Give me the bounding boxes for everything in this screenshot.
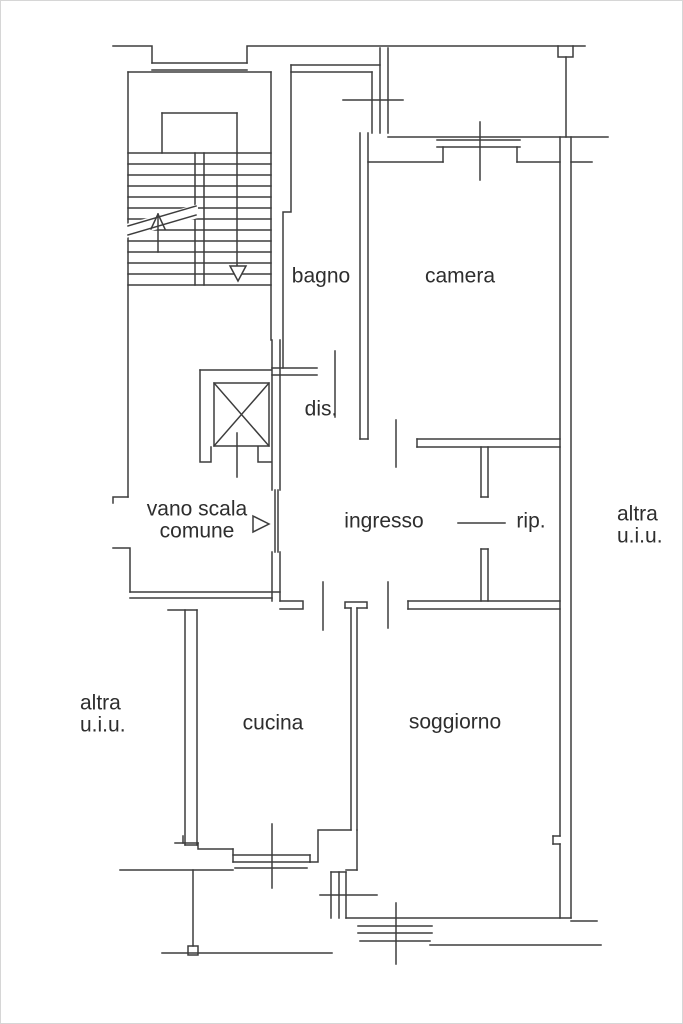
wall-line <box>197 842 234 850</box>
label-dis: dis. <box>304 397 338 421</box>
stairs-annotation-line <box>127 205 197 227</box>
wall-line <box>309 829 352 863</box>
label-rip: rip. <box>516 509 546 533</box>
stairs-annotation-line <box>150 213 159 230</box>
stairs-down-arrow <box>228 265 248 283</box>
wall-line <box>257 446 272 463</box>
wall-line <box>112 547 131 593</box>
label-bagno: bagno <box>291 264 351 288</box>
label-vano-scala-line2: comune <box>159 519 235 543</box>
label-vano-scala-line1: vano scala <box>146 497 248 521</box>
label-altra-uiu-left-1: altra <box>80 691 121 715</box>
wall-line <box>187 945 199 956</box>
entrance-door-swing <box>252 514 271 534</box>
wall-line <box>557 45 574 58</box>
label-soggiorno: soggiorno <box>408 710 502 734</box>
wall-line <box>212 381 271 448</box>
wall-line <box>199 369 212 463</box>
label-altra-uiu-left-2: u.i.u. <box>80 713 126 737</box>
wall-line <box>344 601 368 609</box>
wall-line <box>279 600 304 610</box>
label-altra-uiu-right-1: altra <box>617 502 658 526</box>
wall-line <box>112 45 153 64</box>
label-cucina: cucina <box>242 711 304 735</box>
label-altra-uiu-right-2: u.i.u. <box>617 524 663 548</box>
stairs-annotation-line <box>157 213 166 230</box>
wall-line <box>246 45 586 64</box>
label-camera: camera <box>424 264 496 288</box>
stairs-annotation-line <box>127 214 197 236</box>
label-ingresso: ingresso <box>344 509 424 533</box>
wall-line <box>112 496 129 504</box>
wall-line <box>282 64 292 369</box>
